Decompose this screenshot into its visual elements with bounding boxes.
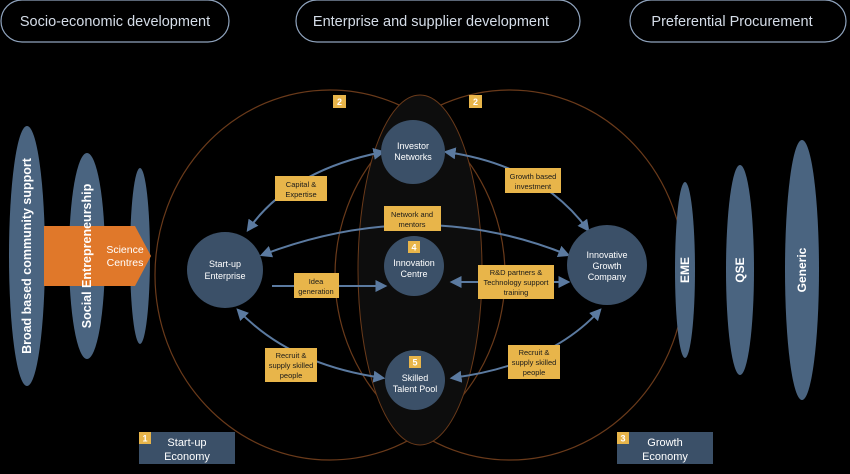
pillar-eme-label: EME <box>678 257 692 283</box>
node-startup-enterprise: Start-up Enterprise <box>187 232 263 308</box>
badge-circle-right: 2 <box>469 95 482 108</box>
badge-talent: 5 <box>409 356 421 368</box>
label-rnd-line-1: R&D partners & <box>490 268 543 277</box>
footer-growth-line-1: Growth <box>647 437 682 449</box>
node-investor-label-1: Investor <box>397 141 429 151</box>
header-preferential-procurement: Preferential Procurement <box>629 0 847 43</box>
node-growth-label-1: Innovative <box>586 250 627 260</box>
node-growth-label-2: Growth <box>592 261 621 271</box>
node-investor-networks: Investor Networks <box>381 120 445 184</box>
pillar-qse <box>726 165 754 375</box>
node-innovation-centre: Innovation Centre <box>384 236 444 296</box>
footer-growth-economy: 3 Growth Economy <box>617 432 713 464</box>
node-investor-label-2: Networks <box>394 152 432 162</box>
badge-circle-left-number: 2 <box>337 97 342 107</box>
node-innovation-label-1: Innovation <box>393 258 435 268</box>
label-capital-expertise: Capital & Expertise <box>275 176 327 201</box>
pillar-eme <box>675 182 695 358</box>
science-label-1: Science <box>106 244 144 256</box>
node-innovation-label-2: Centre <box>400 269 427 279</box>
badge-innovation-number: 4 <box>411 243 416 253</box>
pillar-community <box>9 126 45 386</box>
label-rnd-line-3: training <box>504 288 529 297</box>
node-innovative-growth-company: Innovative Growth Company <box>567 225 647 305</box>
label-idea-generation: Idea generation <box>294 273 339 298</box>
label-growth-investment-line-1: Growth based <box>510 172 557 181</box>
node-startup-label-1: Start-up <box>209 259 241 269</box>
badge-startup-number: 1 <box>142 434 147 444</box>
label-idea-line-2: generation <box>298 287 333 296</box>
label-rnd-line-2: Technology support <box>483 278 549 287</box>
pillar-generic-label: Generic <box>795 247 809 292</box>
node-growth-label-3: Company <box>588 272 627 282</box>
label-recruit-left-line-2: supply skilled <box>269 361 314 370</box>
header-enterprise-supplier: Enterprise and supplier development <box>295 0 581 43</box>
node-talent-label-2: Talent Pool <box>393 384 438 394</box>
label-growth-investment-line-2: investment <box>515 182 552 191</box>
label-recruit-left: Recruit & supply skilled people <box>265 348 317 382</box>
label-rnd-partners: R&D partners & Technology support traini… <box>478 265 554 299</box>
science-label-2: Centres <box>107 257 144 269</box>
footer-startup-line-1: Start-up <box>167 437 206 449</box>
label-recruit-left-line-3: people <box>280 371 303 380</box>
label-capital-line-1: Capital & <box>286 180 316 189</box>
node-startup-label-2: Enterprise <box>204 271 245 281</box>
badge-circle-right-number: 2 <box>473 97 478 107</box>
pillar-social-label: Social Entrepreneurship <box>80 183 94 328</box>
label-network-line-2: mentors <box>398 220 425 229</box>
label-recruit-right-line-3: people <box>523 368 546 377</box>
label-recruit-left-line-1: Recruit & <box>276 351 307 360</box>
label-recruit-right-line-1: Recruit & <box>519 348 550 357</box>
label-recruit-right-line-2: supply skilled <box>512 358 557 367</box>
badge-innovation: 4 <box>408 241 420 253</box>
badge-growth-number: 3 <box>620 434 625 444</box>
label-network-line-1: Network and <box>391 210 433 219</box>
footer-startup-economy: 1 Start-up Economy <box>139 432 235 464</box>
badge-talent-number: 5 <box>412 358 417 368</box>
pillar-community-label: Broad based community support <box>20 157 34 354</box>
label-capital-line-2: Expertise <box>285 190 316 199</box>
node-skilled-talent-pool: Skilled Talent Pool <box>385 350 445 410</box>
pillar-generic <box>785 140 819 400</box>
badge-circle-left: 2 <box>333 95 346 108</box>
header-center-label: Enterprise and supplier development <box>313 14 549 30</box>
footer-growth-line-2: Economy <box>642 451 688 463</box>
science-centres-arrow <box>44 226 151 286</box>
label-growth-investment: Growth based investment <box>505 168 561 193</box>
header-right-label: Preferential Procurement <box>651 14 812 30</box>
footer-startup-line-2: Economy <box>164 451 210 463</box>
label-recruit-right: Recruit & supply skilled people <box>508 345 560 379</box>
label-network-mentors: Network and mentors <box>384 206 441 231</box>
node-talent-label-1: Skilled <box>402 373 429 383</box>
pillar-qse-label: QSE <box>733 257 747 282</box>
header-left-label: Socio-economic development <box>20 14 210 30</box>
label-idea-line-1: Idea <box>309 277 324 286</box>
header-socio-economic: Socio-economic development <box>0 0 230 43</box>
